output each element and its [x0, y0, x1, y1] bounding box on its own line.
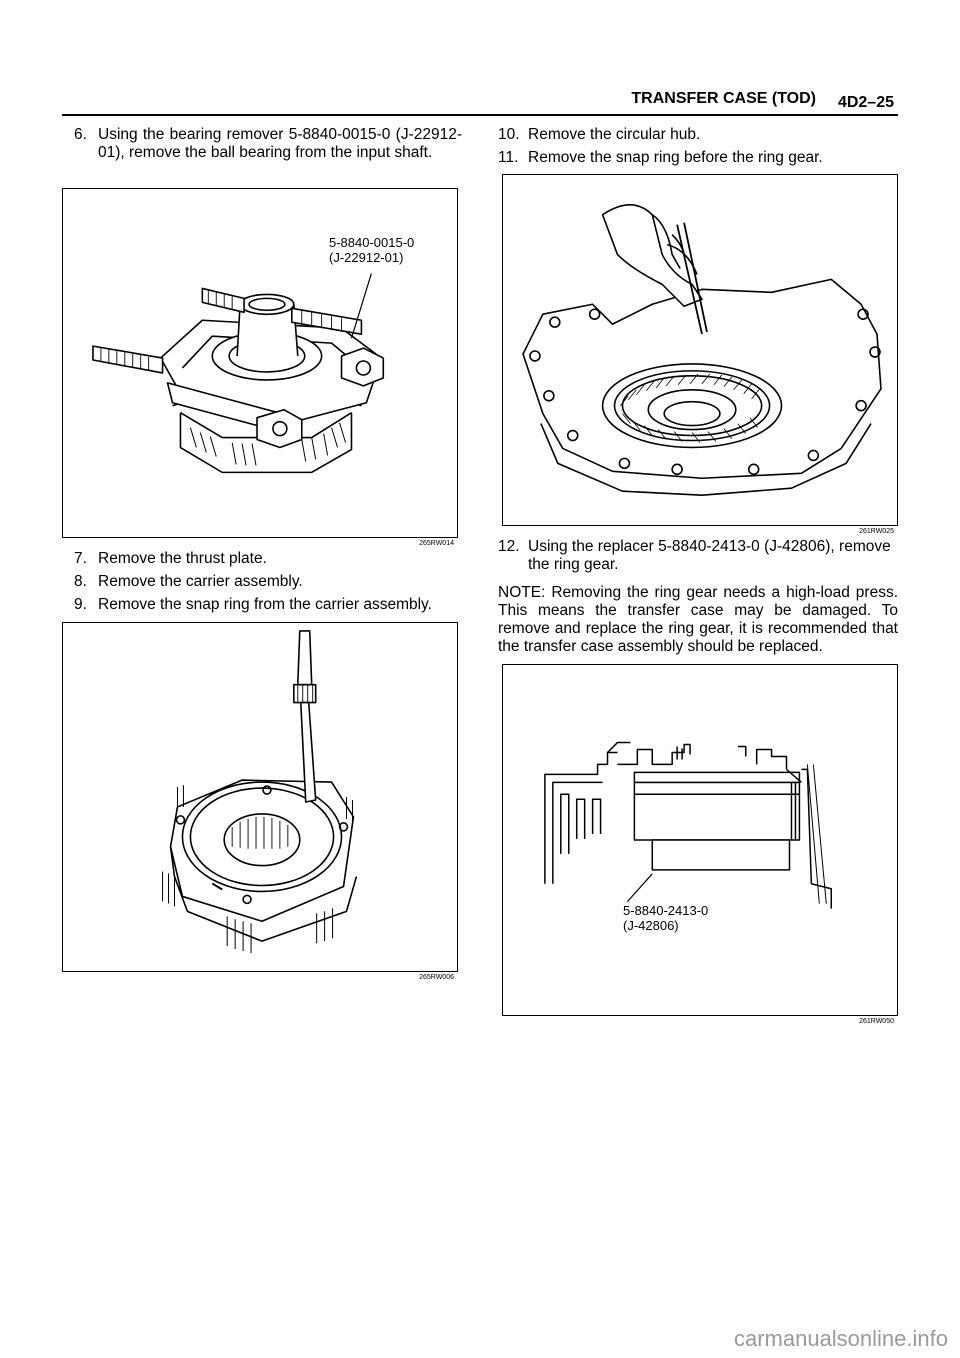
- replacer-press-illustration: [544, 741, 832, 909]
- step-number: 12.: [498, 538, 520, 555]
- figure-screwdriver-carrier: 265RW006: [62, 622, 458, 981]
- step-number: 7.: [74, 550, 87, 567]
- step-text: Remove the thrust plate.: [98, 550, 267, 567]
- tool-callout: 5-8840-0015-0 (J-22912-01): [329, 235, 414, 265]
- screwdriver-carrier-illustration: [162, 630, 358, 954]
- step-10: 10. Remove the circular hub.: [498, 126, 898, 144]
- step-6: 6. Using the bearing remover 5-8840-0015…: [74, 126, 462, 162]
- step-9: 9. Remove the snap ring from the carrier…: [74, 596, 462, 614]
- watermark: carmanualsonline.info: [733, 1326, 948, 1351]
- page-header: TRANSFER CASE (TOD) 4D2–25: [62, 88, 898, 116]
- step-text: Using the bearing remover 5-8840-0015-0 …: [98, 126, 462, 161]
- figure-code: 265RW014: [419, 540, 454, 547]
- figure-replacer-press: 5-8840-2413-0 (J-42806) 261RW050: [502, 664, 898, 1025]
- note-paragraph: NOTE: Removing the ring gear needs a hig…: [498, 584, 898, 655]
- step-11: 11. Remove the snap ring before the ring…: [498, 149, 898, 167]
- figure-code: 261RW050: [859, 1018, 894, 1025]
- step-number: 9.: [74, 596, 87, 613]
- step-text: Remove the snap ring from the carrier as…: [98, 596, 432, 613]
- step-number: 8.: [74, 573, 87, 590]
- step-number: 6.: [74, 126, 87, 143]
- figure-ring-gear-snap-ring: 261RW025: [502, 174, 898, 535]
- page-number: 4D2–25: [837, 94, 894, 111]
- step-7: 7. Remove the thrust plate.: [74, 550, 462, 568]
- tool-alt-number: (J-22912-01): [329, 250, 404, 265]
- step-12: 12. Using the replacer 5-8840-2413-0 (J-…: [498, 538, 898, 574]
- step-text: Remove the snap ring before the ring gea…: [528, 149, 823, 166]
- step-text: Remove the circular hub.: [528, 126, 701, 143]
- tool-alt-number: (J-42806): [623, 918, 679, 933]
- figure-code: 261RW025: [859, 528, 894, 535]
- tool-callout: 5-8840-2413-0 (J-42806): [623, 903, 708, 933]
- step-8: 8. Remove the carrier assembly.: [74, 573, 462, 591]
- figure-code: 265RW006: [419, 974, 454, 981]
- step-number: 10.: [498, 126, 520, 143]
- tool-number: 5-8840-2413-0: [623, 903, 709, 918]
- bearing-remover-illustration: [92, 273, 385, 474]
- figure-bearing-remover: 5-8840-0015-0 (J-22912-01) 265RW014: [62, 188, 458, 547]
- step-number: 11.: [498, 149, 519, 166]
- section-title: TRANSFER CASE (TOD): [631, 90, 816, 107]
- ring-gear-snap-ring-illustration: [522, 204, 882, 496]
- step-text: Using the replacer 5-8840-2413-0 (J-4280…: [528, 538, 891, 573]
- step-text: Remove the carrier assembly.: [98, 573, 303, 590]
- tool-number: 5-8840-0015-0: [329, 235, 415, 250]
